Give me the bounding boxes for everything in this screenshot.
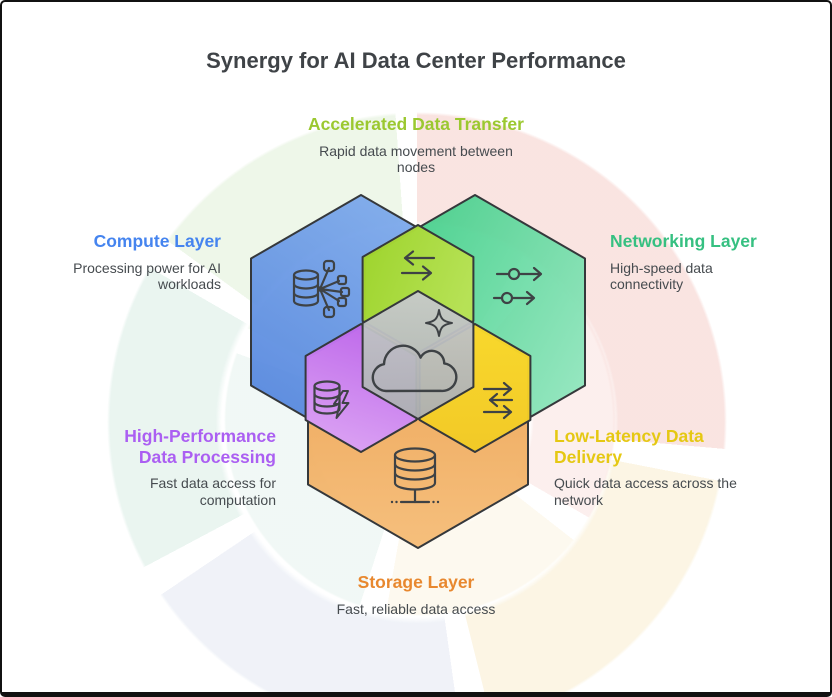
storage-layer-description: Fast, reliable data access xyxy=(336,600,496,617)
label-block-processing: High-Performance Data Processing Fast da… xyxy=(36,426,276,508)
transfer-arrows-icon xyxy=(482,381,514,420)
database-server-icon xyxy=(390,447,440,504)
label-block-compute: Compute Layer Processing power for AI wo… xyxy=(2,231,221,293)
page-title: Synergy for AI Data Center Performance xyxy=(206,48,626,73)
bidirectional-arrows-icon xyxy=(400,250,436,281)
compute-layer-description: Processing power for AI workloads xyxy=(73,259,221,293)
cloud-sparkle-icon xyxy=(371,309,458,393)
label-block-accelerated: Accelerated Data Transfer Rapid data mov… xyxy=(2,114,830,176)
accelerated-transfer-description: Rapid data movement between nodes xyxy=(319,142,513,176)
label-block-networking: Networking Layer High-speed data connect… xyxy=(610,231,830,293)
data-processing-description: Fast data access for computation xyxy=(149,475,276,508)
database-lightning-icon xyxy=(313,380,350,419)
label-block-delivery: Low-Latency Data Delivery Quick data acc… xyxy=(554,426,794,508)
label-block-storage: Storage Layer Fast, reliable data access xyxy=(2,572,830,617)
compute-layer-label: Compute Layer xyxy=(93,231,221,251)
networking-layer-description: High-speed data connectivity xyxy=(610,259,713,293)
data-flow-icon xyxy=(492,266,543,306)
database-network-icon xyxy=(292,259,351,319)
accelerated-transfer-label: Accelerated Data Transfer xyxy=(308,114,524,134)
data-delivery-description: Quick data access across the network xyxy=(554,475,737,508)
data-processing-label: High-Performance Data Processing xyxy=(124,426,276,467)
networking-layer-label: Networking Layer xyxy=(610,231,757,251)
storage-layer-label: Storage Layer xyxy=(357,572,475,592)
data-delivery-label: Low-Latency Data Delivery xyxy=(554,426,704,467)
